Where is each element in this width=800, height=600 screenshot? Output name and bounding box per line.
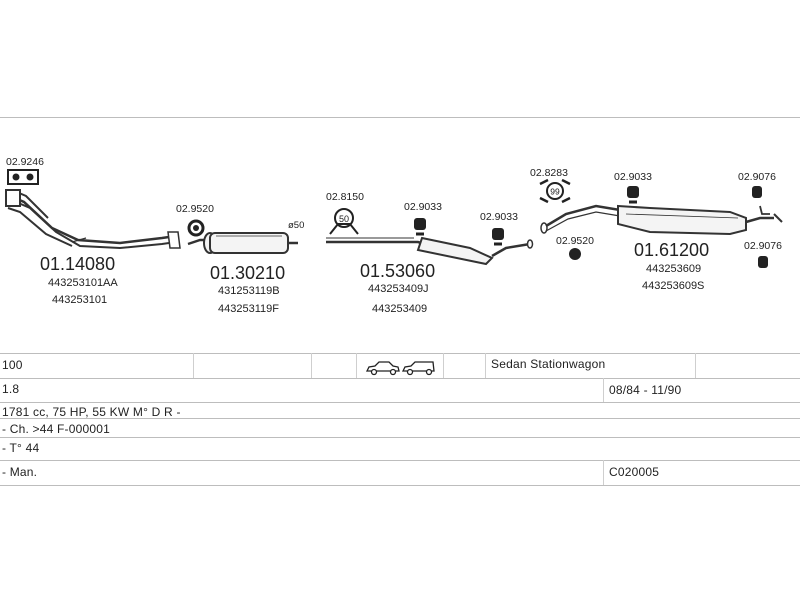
- part-code-label: 02.9076: [738, 171, 776, 183]
- divider: [0, 485, 800, 486]
- type-cell: - T° 44: [2, 441, 40, 455]
- part-code-label: 02.9520: [556, 235, 594, 247]
- part-number: 01.30210: [210, 263, 285, 283]
- divider: [695, 353, 696, 378]
- clamp-ring-icon: [569, 248, 581, 260]
- divider: [0, 353, 800, 354]
- oem-number: 443253409: [372, 303, 427, 315]
- divider: [193, 353, 194, 378]
- part-code-label: 02.9033: [480, 211, 518, 223]
- divider: [0, 402, 800, 403]
- engine-cell: 1.8: [2, 382, 20, 396]
- divider: [0, 418, 800, 419]
- oem-number: 443253609S: [642, 280, 704, 292]
- part-code-label: 02.9520: [176, 203, 214, 215]
- transmission-cell: - Man.: [2, 465, 38, 479]
- rubber-hanger-icon: [627, 186, 639, 204]
- muffler-drawing: [187, 232, 298, 254]
- clamp-50-icon: 50: [329, 208, 359, 235]
- model-cell: 100: [2, 358, 23, 372]
- part-code-label: 02.8283: [530, 167, 568, 179]
- rear-muffler-drawing: [540, 204, 783, 236]
- rubber-hanger-icon: [414, 218, 426, 236]
- part-code-label: 02.9033: [404, 201, 442, 213]
- oem-number: 431253119B: [218, 285, 280, 297]
- clamp-ring-icon: [187, 219, 205, 237]
- part-number: 01.61200: [634, 240, 709, 260]
- divider: [443, 353, 444, 378]
- oem-number: 443253101AA: [48, 277, 118, 289]
- divider: [0, 437, 800, 438]
- part-code-label: 02.9246: [6, 156, 44, 168]
- divider: [356, 353, 357, 378]
- part-number: 01.53060: [360, 261, 435, 281]
- catalog-code-cell: C020005: [609, 465, 660, 479]
- divider: [0, 460, 800, 461]
- divider: [311, 353, 312, 378]
- divider: [0, 117, 800, 118]
- gasket-icon: [7, 169, 39, 185]
- stationwagon-icon: [401, 361, 435, 376]
- divider: [485, 353, 486, 378]
- intermediate-pipe-part: 50 02.8150 02.9033 02.9033 01.53060: [326, 191, 534, 315]
- rubber-hanger-icon: [752, 186, 762, 198]
- divider: [603, 378, 604, 402]
- front-pipe-drawing: [5, 189, 181, 250]
- chassis-cell: - Ch. >44 F-000001: [2, 422, 110, 436]
- rubber-hanger-icon: [492, 228, 504, 246]
- part-code-label: 02.9076: [744, 240, 782, 252]
- oem-number: 443253609: [646, 263, 701, 275]
- center-muffler-part: 02.9520 ø50 01.30210 431253119B 44325311…: [176, 203, 304, 315]
- rubber-hanger-icon: [758, 256, 768, 268]
- part-code-label: 02.9033: [614, 171, 652, 183]
- oem-number: 443253101: [52, 294, 107, 306]
- sedan-icon: [366, 361, 400, 376]
- pipe-diameter-label: ø50: [288, 220, 304, 231]
- oem-number: 443253119F: [218, 303, 279, 315]
- front-pipe-part: 02.9246 01.14080 443253101AA 443253101: [5, 156, 181, 306]
- car-body-icons: [366, 361, 435, 376]
- clamp-99-icon: 99: [539, 178, 571, 204]
- oem-number: 443253409J: [368, 283, 429, 295]
- rear-muffler-part: 99: [530, 167, 783, 292]
- intermediate-pipe-drawing: [326, 236, 534, 266]
- svg-text:50: 50: [339, 214, 349, 224]
- divider: [603, 460, 604, 485]
- part-number: 01.14080: [40, 254, 115, 274]
- body-type-cell: Sedan Stationwagon: [491, 357, 606, 371]
- engine-spec-cell: 1781 cc, 75 HP, 55 KW M° D R -: [2, 405, 181, 419]
- svg-text:99: 99: [550, 187, 560, 197]
- years-cell: 08/84 - 11/90: [609, 383, 682, 397]
- part-code-label: 02.8150: [326, 191, 364, 203]
- divider: [0, 378, 800, 379]
